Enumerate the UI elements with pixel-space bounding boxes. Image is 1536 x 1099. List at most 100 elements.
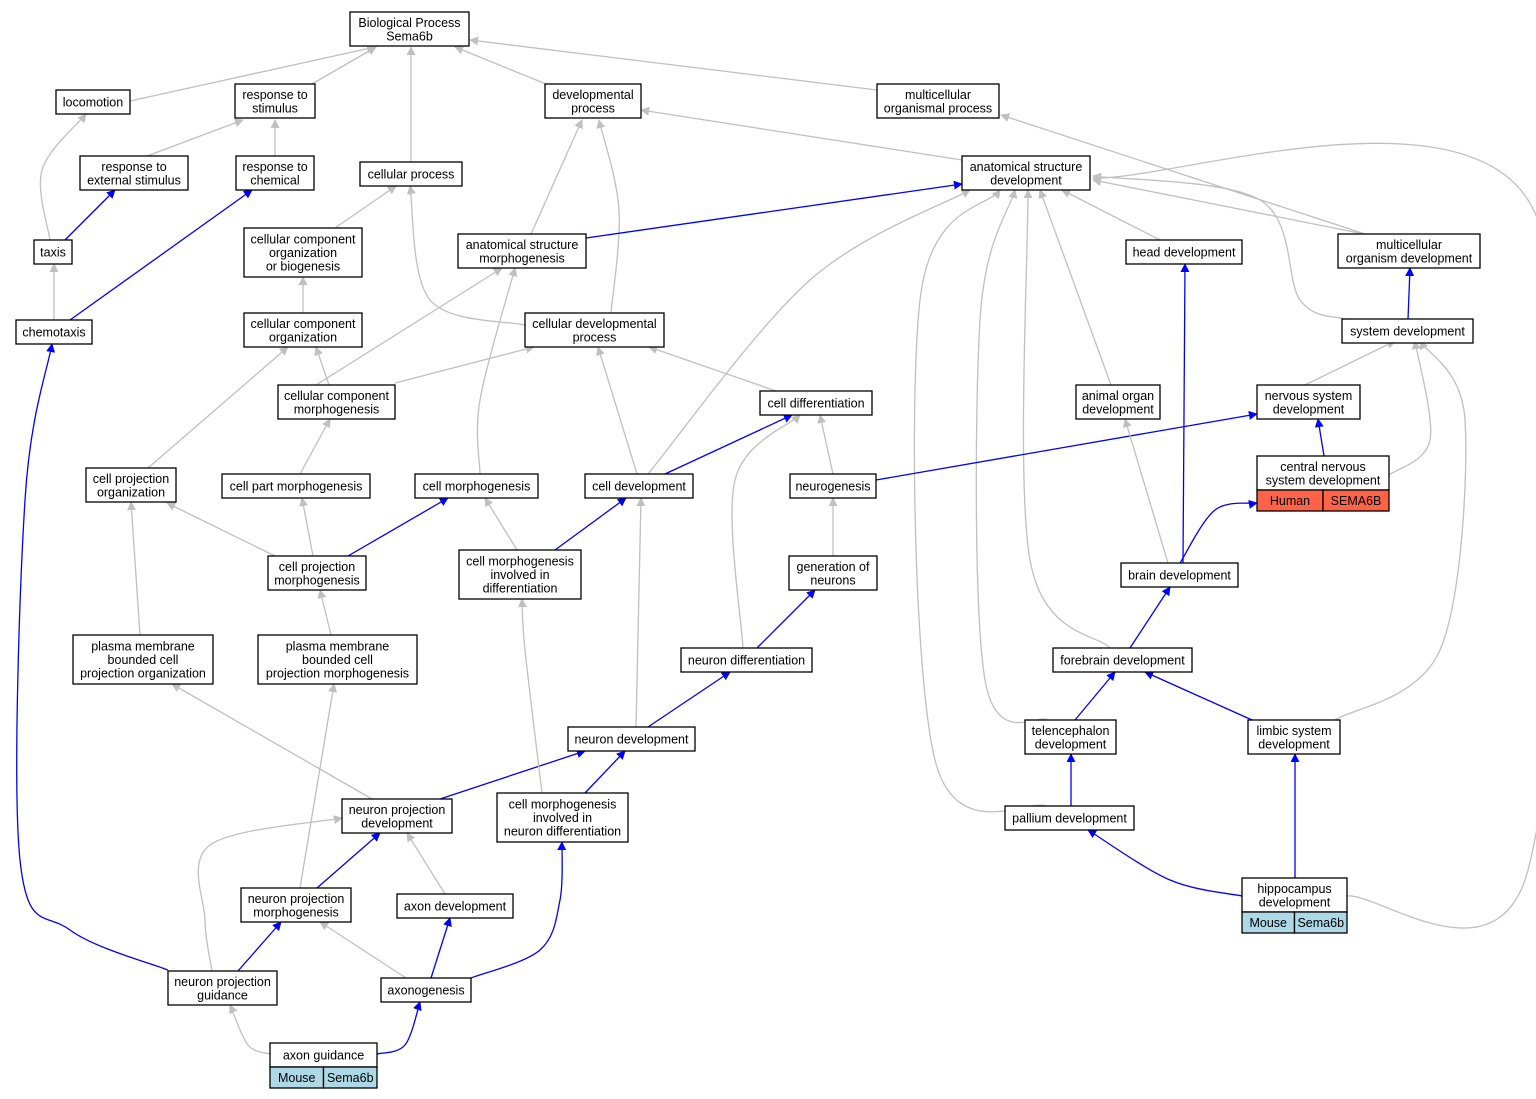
node-label-line: head development <box>1133 246 1236 260</box>
node-box <box>240 887 352 923</box>
go-term-node-locomotion[interactable]: locomotion <box>55 89 131 115</box>
go-term-node-taxis[interactable]: taxis <box>33 239 73 265</box>
node-label-line: organism development <box>1346 251 1473 265</box>
go-term-node-forebrain-dev[interactable]: forebrain development <box>1052 647 1193 673</box>
edge-taxis-to-locomotion <box>39 113 87 241</box>
edge-neuron_diff-to-gen_neurons <box>756 589 816 649</box>
node-label-line: response to <box>242 160 307 174</box>
edge-multi_org_dev-to-multi_proc <box>1000 113 1366 235</box>
node-label-line: involved in <box>490 568 549 582</box>
go-term-node-neurogenesis[interactable]: neurogenesis <box>789 473 877 499</box>
go-term-node-axon-dev[interactable]: axon development <box>396 893 514 919</box>
edge-cpo-to-cco <box>147 346 289 469</box>
node-label-line: external stimulus <box>87 173 181 187</box>
go-term-node-sys-dev[interactable]: system development <box>1341 318 1474 344</box>
edge-pmbcpm-to-cpm <box>317 589 332 636</box>
node-box <box>359 161 463 187</box>
node-label-line: cell morphogenesis <box>423 480 531 494</box>
annotation-gene-cell <box>322 1066 378 1089</box>
node-label-line: neurons <box>810 573 855 587</box>
go-term-node-cell-morph[interactable]: cell morphogenesis <box>414 473 539 499</box>
edge-brain_dev-to-head_dev <box>1180 263 1190 564</box>
go-term-node-neuron-diff[interactable]: neuron differentiation <box>680 647 813 673</box>
node-label-line: limbic system <box>1256 724 1331 738</box>
node-label-line: organization <box>269 246 337 260</box>
go-term-node-pallium-dev[interactable]: pallium development <box>1004 805 1135 831</box>
edge-neuron_dev-to-neuron_diff <box>647 671 731 728</box>
node-box <box>788 555 878 591</box>
node-label-line: generation of <box>797 560 871 574</box>
edge-cell_dev_proc-to-dev_proc <box>596 119 620 314</box>
edge-pallium_dev-to-anat_dev <box>913 189 1047 813</box>
go-term-node-cell-diff[interactable]: cell differentiation <box>759 390 873 416</box>
edge-npd-to-neuron_dev <box>439 749 586 800</box>
edge-locomotion-to-bp <box>129 44 376 102</box>
edge-cell_dev-to-anat_dev <box>647 189 971 475</box>
node-box <box>680 647 813 673</box>
node-box <box>243 227 363 278</box>
node-box <box>1247 719 1341 755</box>
node-box <box>277 384 396 420</box>
node-label-line: axon development <box>404 900 507 914</box>
node-box <box>243 312 363 348</box>
node-label-line: cell development <box>592 480 686 494</box>
go-term-node-chemotaxis[interactable]: chemotaxis <box>15 319 93 345</box>
node-label-line: axon guidance <box>283 1049 364 1063</box>
node-label-line: system development <box>1266 473 1381 487</box>
node-box <box>414 473 539 499</box>
edge-forebrain_dev-to-anat_dev <box>1022 189 1111 649</box>
edge-telen_dev-to-forebrain_dev <box>1074 671 1116 721</box>
node-box <box>458 549 582 600</box>
edge-ccm-to-cco <box>314 346 330 386</box>
annotation-gene-label: Sema6b <box>327 1071 374 1085</box>
edge-cpm_part-to-ccm <box>299 418 331 475</box>
edge-npg-to-npm <box>237 921 282 972</box>
go-term-node-brain-dev[interactable]: brain development <box>1120 562 1239 588</box>
node-label-line: projection organization <box>80 667 206 681</box>
node-label-line: development <box>990 173 1062 187</box>
go-term-node-cpm-part[interactable]: cell part morphogenesis <box>221 473 371 499</box>
go-term-node-axonogenesis[interactable]: axonogenesis <box>380 977 472 1003</box>
go-term-node-cell-proc[interactable]: cellular process <box>359 161 463 187</box>
node-label-line: multicellular <box>905 88 971 102</box>
node-label-line: cell projection <box>93 472 169 486</box>
go-term-node-head-dev[interactable]: head development <box>1125 239 1243 265</box>
go-term-node-cell-dev[interactable]: cell development <box>584 473 694 499</box>
edge-dev_proc-to-bp <box>454 45 547 85</box>
node-label-line: axonogenesis <box>387 984 464 998</box>
node-box <box>235 155 315 191</box>
node-box <box>457 233 587 269</box>
edge-axonogenesis-to-cmind <box>470 841 567 979</box>
go-term-node-neuron-dev[interactable]: neuron development <box>567 726 696 752</box>
